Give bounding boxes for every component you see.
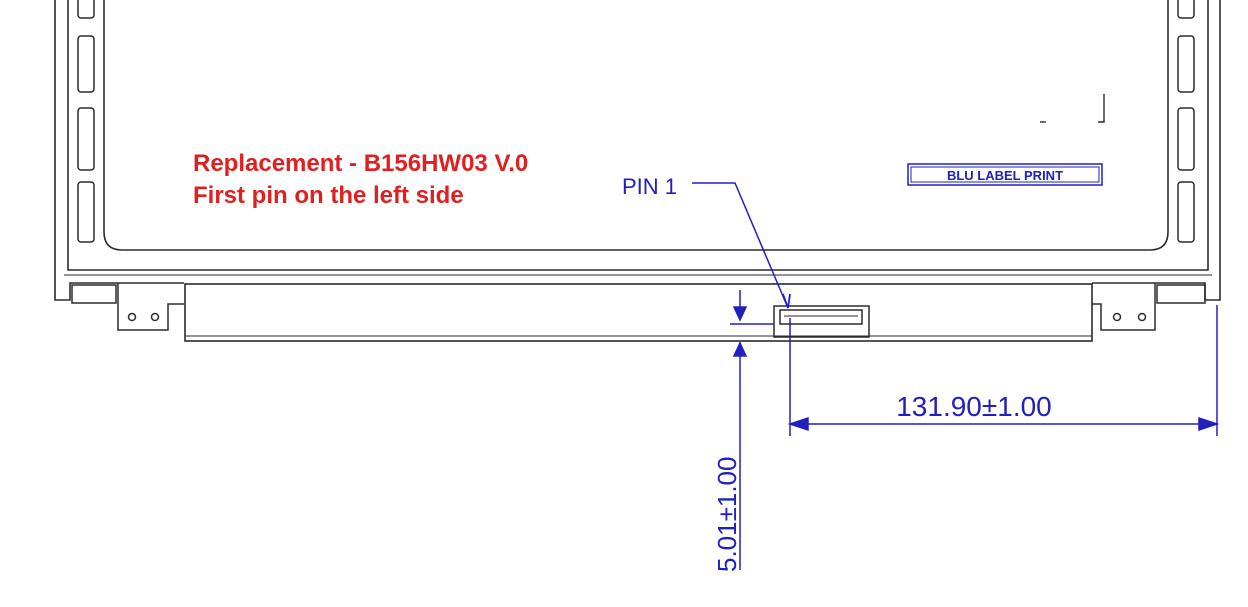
horizontal-dimension-label: 131.90±1.00 [896, 391, 1052, 422]
horizontal-dimension-lines [787, 305, 1220, 436]
pcb-board [184, 283, 1093, 342]
blu-label-box: BLU LABEL PRINT [907, 163, 1103, 186]
pin1-label: PIN 1 [622, 174, 677, 199]
corner-marks [1040, 94, 1105, 123]
vertical-dimension-label: 5.01±1.00 [712, 457, 742, 572]
blu-label-text: BLU LABEL PRINT [947, 168, 1063, 183]
lvds-connector [773, 305, 870, 338]
replacement-note-subtitle: First pin on the left side [193, 182, 464, 209]
left-mounting-tab [71, 283, 184, 331]
right-mounting-tab [1092, 283, 1206, 331]
vertical-dimension-lines [730, 290, 774, 570]
pin1-callout [692, 182, 791, 309]
replacement-note-title: Replacement - B156HW03 V.0 [193, 150, 529, 177]
left-side-slots [77, 0, 95, 243]
right-side-slots [1177, 0, 1195, 243]
